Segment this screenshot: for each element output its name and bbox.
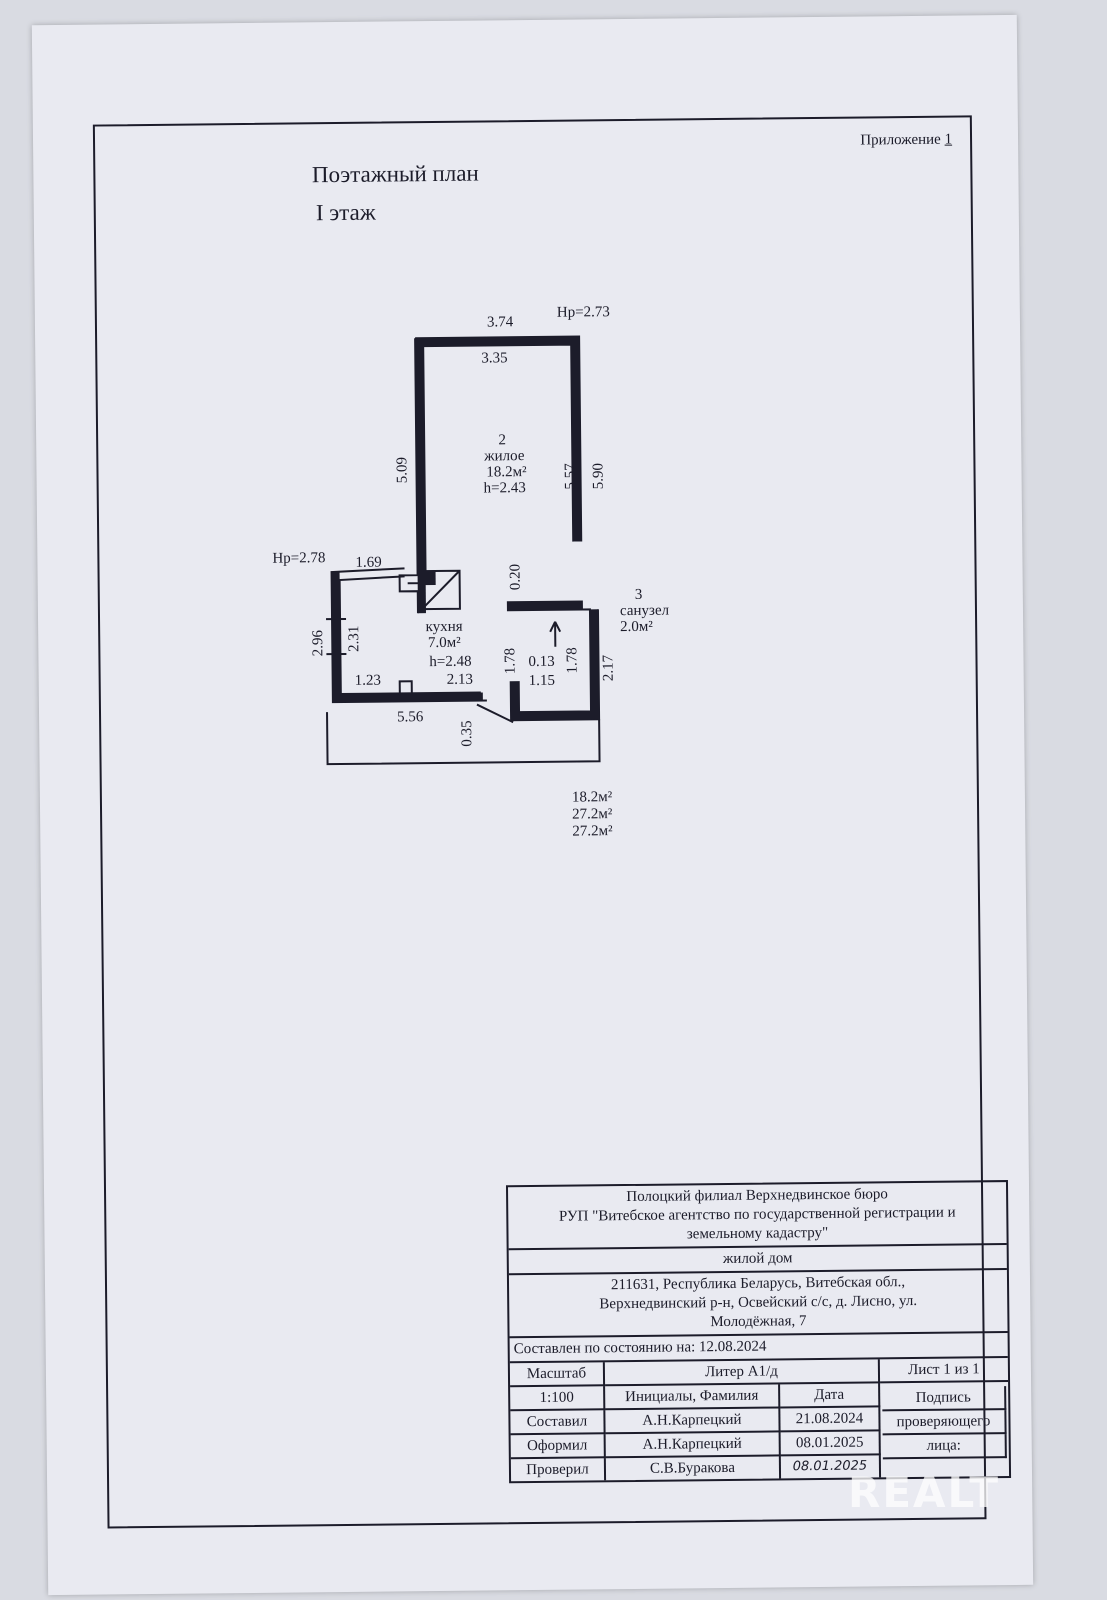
- signature-line: Подпись: [882, 1386, 1007, 1412]
- dim-porch-035: 0.35: [459, 720, 475, 746]
- watermark-logo: REALT: [848, 1468, 1000, 1517]
- dim-porch-556: 5.56: [397, 709, 424, 725]
- name-composed: А.Н.Карпецкий: [605, 1408, 781, 1435]
- bath-area: 2.0м²: [620, 619, 653, 635]
- signature-line: лица:: [882, 1434, 1007, 1460]
- bath-number: 3: [635, 587, 643, 603]
- room-2-number: 2: [498, 432, 506, 448]
- org-block: Полоцкий филиал Верхнедвинское бюро РУП …: [508, 1182, 1007, 1251]
- name-formatted: А.Н.Карпецкий: [605, 1432, 781, 1459]
- dim-bath-115: 1.15: [529, 673, 555, 689]
- signature-cell: Подпись проверяющего лица:: [880, 1382, 1009, 1477]
- kitchen-name: кухня: [426, 619, 463, 635]
- wall-fill: [331, 336, 600, 721]
- dim-wall-020: 0.20: [507, 564, 523, 590]
- date-composed: 21.08.2024: [780, 1407, 881, 1433]
- signature-table: Масштаб Литер А1/д Лист 1 из 1 1:100 Ини…: [509, 1358, 1009, 1482]
- kitchen-height: h=2.48: [429, 654, 471, 670]
- dim-bath-178: 1.78: [564, 647, 580, 673]
- dim-right-outer: 5.90: [590, 463, 606, 489]
- room-2-height: h=2.43: [483, 480, 525, 496]
- title-block: Полоцкий филиал Верхнедвинское бюро РУП …: [505, 1180, 1012, 1484]
- dim-top-outer: 3.74: [487, 314, 514, 330]
- signature-line: проверяющего: [882, 1410, 1007, 1436]
- room-2-name: жилое: [483, 448, 525, 464]
- total-general: 27.2м²: [572, 806, 613, 823]
- liter: Литер А1/д: [604, 1359, 881, 1387]
- role-checked: Проверил: [510, 1458, 607, 1482]
- scale-value: 1:100: [510, 1386, 606, 1412]
- date-formatted: 08.01.2025: [780, 1431, 881, 1457]
- bath-name: санузел: [620, 603, 670, 620]
- drawing-frame: Приложение 1 Поэтажный план I этаж: [92, 115, 1012, 1529]
- door-swing: [476, 703, 514, 724]
- dim-right-inner: 5.57: [562, 463, 578, 490]
- dim-kitchen-left-outer: 2.96: [310, 629, 326, 656]
- address-block: 211631, Республика Беларусь, Витебская о…: [508, 1270, 1008, 1339]
- dim-kitchen-bottom-a: 1.23: [355, 673, 381, 689]
- dim-hall-178: 1.78: [502, 648, 518, 674]
- col-name-header: Инициалы, Фамилия: [605, 1384, 781, 1411]
- total-living: 18.2м²: [571, 789, 613, 806]
- floor-plan: 3.74 3.35 Нр=2.73 5.09 5.57 5.90 2 жилое…: [272, 304, 670, 766]
- room-2-area: 18.2м²: [486, 464, 527, 480]
- name-checked: С.В.Буракова: [605, 1456, 782, 1481]
- dim-kitchen-bottom-b: 2.13: [447, 672, 473, 688]
- dim-bath-217: 2.17: [600, 654, 616, 681]
- dim-kitchen-left-inner: 2.31: [346, 626, 362, 652]
- total-all: 27.2м²: [572, 823, 613, 840]
- role-formatted: Оформил: [510, 1434, 606, 1460]
- col-date-header: Дата: [780, 1383, 881, 1409]
- dim-hp-top: Нр=2.73: [557, 304, 610, 321]
- role-composed: Составил: [510, 1410, 606, 1436]
- scale-label: Масштаб: [509, 1362, 606, 1388]
- dim-top-inner: 3.35: [481, 350, 507, 366]
- document-sheet: Приложение 1 Поэтажный план I этаж: [31, 14, 1034, 1596]
- dim-bath-013: 0.13: [528, 654, 554, 670]
- address-line: Молодёжная, 7: [710, 1313, 807, 1331]
- kitchen-area: 7.0м²: [428, 635, 461, 651]
- bath-arrow: [549, 621, 562, 647]
- dim-hp-left: Нр=2.78: [272, 550, 325, 567]
- dim-kitchen-top: 1.69: [355, 555, 381, 571]
- dim-left-outer: 5.09: [394, 457, 410, 483]
- porch: [326, 712, 601, 766]
- sheet-number: Лист 1 из 1: [879, 1358, 1009, 1384]
- area-totals: 18.2м² 27.2м² 27.2м²: [572, 789, 613, 840]
